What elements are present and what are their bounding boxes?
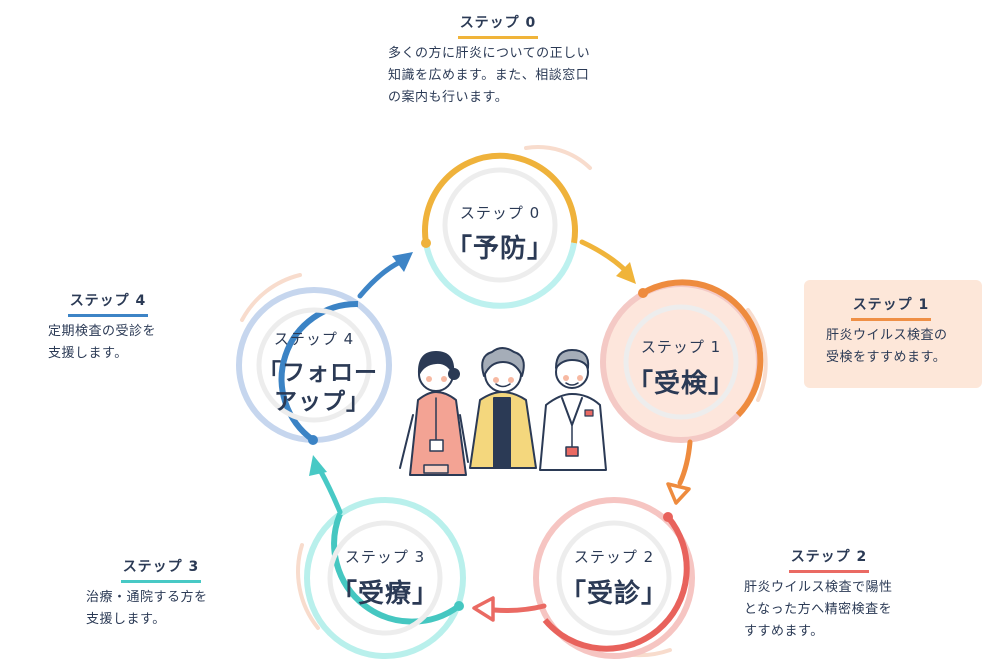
- node1-step-label: ステップ 1: [641, 338, 721, 356]
- node1-name: 「受検」: [627, 368, 735, 399]
- node-step2: ステップ 2 「受診」: [533, 497, 695, 659]
- node4-name-line1: 「フォロー: [258, 360, 378, 386]
- step2-description-line: となった方へ精密検査を: [744, 602, 893, 617]
- node4-step-label: ステップ 4: [274, 330, 354, 348]
- step0-description-line: 知識を広めます。また、相談窓口: [388, 68, 590, 83]
- arrow-2-to-3: [491, 603, 547, 613]
- arrow-0-to-1: [579, 239, 630, 275]
- step3-description-title: ステップ 3: [120, 556, 202, 583]
- step0-description-line: 多くの方に肝炎についての正しい: [388, 46, 591, 61]
- step1-description-title: ステップ 1: [850, 294, 932, 321]
- step2-description: ステップ 2 肝炎ウイルス検査で陽性 となった方へ精密検査を すすめます。: [744, 546, 964, 643]
- step0-description-line: の案内も行います。: [388, 90, 509, 105]
- node3-name: 「受療」: [331, 578, 439, 609]
- step1-description-line: 肝炎ウイルス検査の: [826, 328, 948, 343]
- node-step3: ステップ 3 「受療」: [296, 497, 466, 659]
- step4-description-title: ステップ 4: [67, 290, 149, 317]
- step3-description-line: 支援します。: [86, 612, 166, 627]
- nurse-figure: [399, 351, 469, 476]
- patient-figure: [469, 347, 537, 469]
- step4-description-line: 支援します。: [48, 346, 128, 361]
- step4-description: ステップ 4 定期検査の受診を 支援します。: [48, 290, 238, 365]
- node-step4: ステップ 4 「フォロー アップ」: [236, 273, 392, 445]
- node4-name-line2: アップ」: [274, 389, 370, 415]
- arrowhead-3-to-4: [309, 455, 327, 476]
- arrowhead-2-to-3: [472, 596, 495, 622]
- step0-description: ステップ 0 多くの方に肝炎についての正しい 知識を広めます。また、相談窓口 の…: [388, 12, 628, 109]
- arrowhead-0-to-1: [616, 262, 636, 284]
- node0-step-label: ステップ 0: [460, 204, 540, 222]
- node3-step-label: ステップ 3: [345, 548, 425, 566]
- step3-description: ステップ 3 治療・通院する方を 支援します。: [86, 556, 276, 631]
- node-step1: ステップ 1 「受検」: [600, 279, 768, 443]
- step3-description-line: 治療・通院する方を: [86, 590, 208, 605]
- step1-description: ステップ 1 肝炎ウイルス検査の 受検をすすめます。: [826, 294, 976, 369]
- step1-description-box: [804, 280, 982, 388]
- node0-name: 「予防」: [446, 233, 554, 264]
- arrowhead-1-to-2: [666, 482, 691, 505]
- node-step0: ステップ 0 「予防」: [421, 145, 592, 309]
- step1-description-line: 受検をすすめます。: [826, 350, 947, 365]
- flow-arrows: [309, 239, 693, 622]
- step0-description-title: ステップ 0: [457, 12, 539, 39]
- arrowhead-4-to-0: [392, 252, 413, 272]
- doctor-figure: [539, 349, 607, 471]
- step2-description-line: すすめます。: [744, 624, 824, 639]
- node2-name: 「受診」: [560, 578, 668, 609]
- node2-step-label: ステップ 2: [574, 548, 654, 566]
- arrow-4-to-0: [357, 259, 403, 299]
- arrow-1-to-2: [677, 439, 693, 486]
- people-illustration: [399, 347, 607, 476]
- step4-description-line: 定期検査の受診を: [48, 324, 157, 339]
- step2-description-title: ステップ 2: [788, 546, 870, 573]
- step2-description-line: 肝炎ウイルス検査で陽性: [744, 580, 893, 595]
- arrow-3-to-4: [317, 467, 343, 515]
